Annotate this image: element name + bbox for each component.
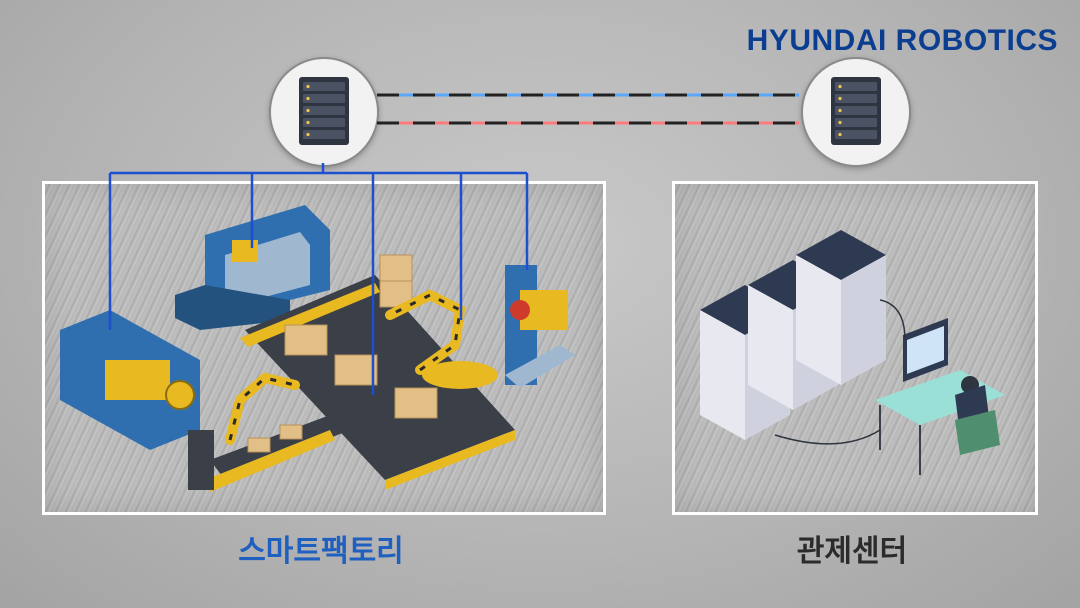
smart-factory-server-node [269, 57, 379, 167]
server-rack-icon [299, 77, 349, 145]
brand-logo: HYUNDAI ROBOTICS [746, 24, 1058, 57]
factory-bus [108, 163, 529, 395]
control-center-server-node [801, 57, 911, 167]
server-rack-icon [831, 77, 881, 145]
control-center-label: 관제센터 [796, 534, 908, 569]
factory-illustration [60, 205, 575, 492]
smart-factory-label: 스마트팩토리 [238, 534, 404, 569]
control-center-illustration [700, 230, 1005, 475]
